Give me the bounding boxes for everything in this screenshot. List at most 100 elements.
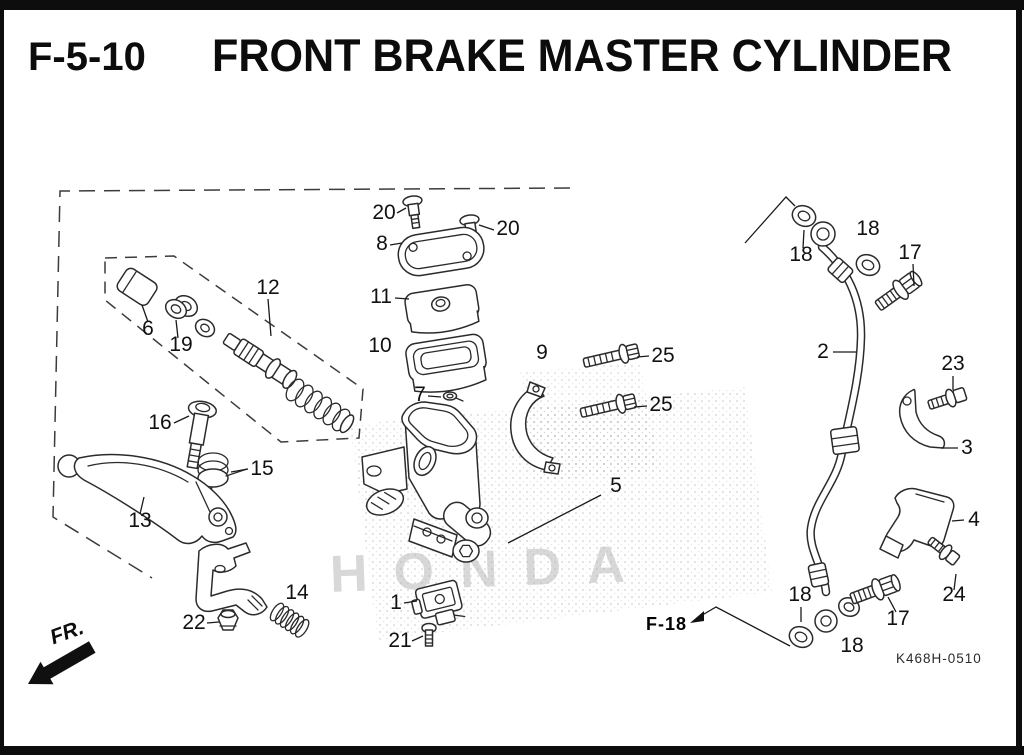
callout-21: 21 xyxy=(388,629,411,652)
fr-arrow-icon xyxy=(28,641,96,685)
leader-21 xyxy=(411,635,424,642)
callout-10: 10 xyxy=(368,334,391,357)
leader-25a xyxy=(636,355,650,358)
callout-8: 8 xyxy=(376,232,388,255)
part-2-brake-hose xyxy=(806,221,866,633)
part-19-washers xyxy=(164,298,216,338)
leader-20b xyxy=(478,224,495,231)
part-17-banjo-bolt-b xyxy=(849,573,901,605)
leader-5 xyxy=(507,494,602,544)
fr-direction: FR. xyxy=(28,616,96,685)
leader-4 xyxy=(951,519,965,522)
part-24-bolt xyxy=(927,536,961,566)
callout-18-b: 18 xyxy=(856,217,879,240)
callout-25-a: 25 xyxy=(651,344,674,367)
callout-17-b: 17 xyxy=(886,607,909,630)
part-11-plate xyxy=(404,283,480,334)
part-25-bolt-a xyxy=(582,343,641,368)
part-18-washer-b xyxy=(855,253,881,277)
part-1-brake-switch xyxy=(411,579,466,626)
drawing-code: K468H-0510 xyxy=(896,651,982,666)
callout-11: 11 xyxy=(370,285,392,308)
part-17-banjo-bolt-a xyxy=(874,270,923,311)
part-8-reservoir-cap xyxy=(397,226,485,277)
leader-17a xyxy=(912,263,915,287)
part-20-screw-a xyxy=(402,195,423,230)
part-18-washer-c xyxy=(788,625,814,649)
fr-direction-label: FR. xyxy=(47,616,87,649)
leader-8 xyxy=(389,242,403,246)
page-title: FRONT BRAKE MASTER CYLINDER xyxy=(212,30,952,81)
leader-1 xyxy=(403,600,418,604)
f18-arrowhead xyxy=(690,611,704,623)
callout-3: 3 xyxy=(961,436,973,459)
leader-22 xyxy=(206,621,220,624)
callout-25-b: 25 xyxy=(649,393,672,416)
part-3-bracket xyxy=(898,388,946,449)
part-18-washer-a xyxy=(791,204,817,228)
callout-20-a: 20 xyxy=(372,201,395,224)
part-5-master-cylinder-body xyxy=(361,401,492,563)
leader-11 xyxy=(394,297,410,300)
leader-20a xyxy=(396,207,407,214)
callout-18-c: 18 xyxy=(788,583,811,606)
callout-9: 9 xyxy=(536,341,548,364)
inner-dashed-box xyxy=(104,255,364,443)
callout-7: 7 xyxy=(414,383,426,406)
callout-15: 15 xyxy=(250,457,273,480)
leader-25b xyxy=(633,405,648,408)
callout-18-d: 18 xyxy=(840,634,863,657)
part-25-bolt-b xyxy=(579,393,638,418)
part-12-spring xyxy=(285,378,355,434)
callout-23: 23 xyxy=(941,352,964,375)
callout-1: 1 xyxy=(390,591,402,614)
section-code: F-5-10 xyxy=(28,35,146,79)
leader-24 xyxy=(953,573,957,591)
frame-bottom-bar xyxy=(0,746,1024,755)
leader-6 xyxy=(141,304,149,323)
leader-f18 xyxy=(698,606,791,647)
frame-top-bar xyxy=(0,0,1024,10)
callout-6: 6 xyxy=(142,317,154,340)
watermark-text: HONDA xyxy=(329,535,652,604)
page-reference-label: F-18 xyxy=(646,614,687,634)
leader-17b xyxy=(887,596,897,613)
outer-dashed-border xyxy=(52,187,571,579)
callout-12: 12 xyxy=(256,276,279,299)
leader-13 xyxy=(139,496,145,515)
leader-lines xyxy=(139,196,965,647)
leader-16 xyxy=(173,415,190,424)
callouts: 20 20 8 11 10 7 9 25 25 5 12 6 19 16 15 … xyxy=(128,201,980,657)
leader-15 xyxy=(230,468,249,473)
callout-19: 19 xyxy=(169,333,192,356)
callout-24: 24 xyxy=(942,583,966,606)
callout-22: 22 xyxy=(182,611,205,634)
part-9-clamp xyxy=(510,381,561,475)
leader-18a xyxy=(802,229,805,249)
callout-2: 2 xyxy=(817,340,829,363)
leader-19 xyxy=(175,319,179,339)
part-4-hose-guard xyxy=(879,487,955,559)
leader-7 xyxy=(427,395,442,398)
leader-12 xyxy=(267,298,272,337)
connector-line-top xyxy=(744,196,796,244)
callout-4: 4 xyxy=(968,508,980,531)
part-14-lever-bracket xyxy=(195,542,268,616)
part-23-bolt xyxy=(927,387,968,410)
part-7-retainer xyxy=(442,391,464,402)
part-10-diaphragm xyxy=(405,333,487,393)
part-22-nut xyxy=(217,609,239,631)
callout-17-a: 17 xyxy=(898,241,921,264)
callout-16: 16 xyxy=(148,411,171,434)
coil-spring xyxy=(269,602,310,638)
callout-14: 14 xyxy=(285,581,309,604)
frame-left-border xyxy=(0,0,4,755)
callout-20-b: 20 xyxy=(496,217,519,240)
part-6-boot xyxy=(116,267,199,318)
part-12-piston-set xyxy=(222,332,355,434)
part-21-screw xyxy=(421,622,437,647)
part-13-brake-lever xyxy=(57,453,237,545)
callout-5: 5 xyxy=(610,474,622,497)
